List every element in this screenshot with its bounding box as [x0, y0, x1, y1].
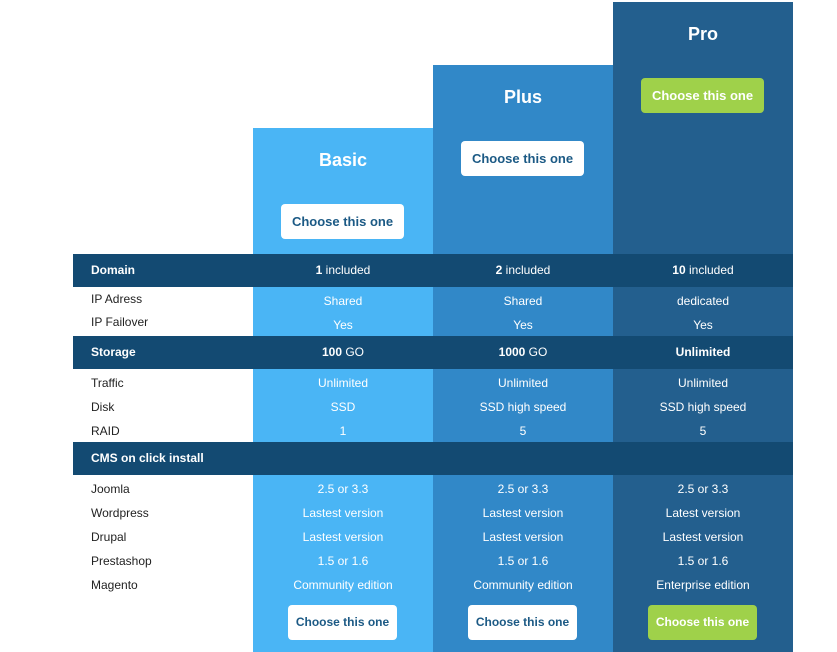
ip-failover-pro: Yes: [693, 318, 713, 332]
section-cms: CMS on click install: [73, 442, 793, 475]
joomla-pro: 2.5 or 3.3: [677, 482, 729, 496]
choose-pro-button[interactable]: Choose this one: [641, 78, 764, 113]
wordpress-plus: Lastest version: [482, 506, 564, 520]
domain-basic: 1 included: [315, 263, 371, 277]
storage-basic: 100 GO: [321, 345, 365, 359]
choose-plus-bottom-button[interactable]: Choose this one: [468, 605, 577, 640]
prestashop-pro: 1.5 or 1.6: [677, 554, 729, 568]
magento-basic: Community edition: [293, 578, 393, 592]
joomla-basic: 2.5 or 3.3: [317, 482, 369, 496]
plan-name-plus: Plus: [503, 87, 542, 107]
wordpress-pro: Latest version: [665, 506, 741, 520]
plan-name-basic: Basic: [318, 150, 368, 170]
ip-adress-plus: Shared: [503, 294, 543, 308]
row-label-wordpress: Wordpress: [91, 506, 149, 520]
section-cms-label: CMS on click install: [91, 451, 204, 465]
choose-plus-button[interactable]: Choose this one: [461, 141, 584, 176]
choose-pro-bottom-button[interactable]: Choose this one: [648, 605, 757, 640]
disk-basic: SSD: [330, 400, 356, 414]
magento-pro: Enterprise edition: [656, 578, 750, 592]
storage-pro: Unlimited: [675, 345, 731, 359]
raid-pro: 5: [699, 424, 707, 438]
row-label-drupal: Drupal: [91, 530, 127, 544]
drupal-plus: Lastest version: [482, 530, 564, 544]
plan-name-pro: Pro: [687, 24, 718, 44]
drupal-pro: Lastest version: [662, 530, 744, 544]
disk-plus: SSD high speed: [479, 400, 567, 414]
traffic-pro: Unlimited: [677, 376, 728, 390]
row-label-magento: Magento: [91, 578, 138, 592]
ip-adress-basic: Shared: [323, 294, 363, 308]
disk-pro: SSD high speed: [659, 400, 747, 414]
choose-basic-button[interactable]: Choose this one: [281, 204, 404, 239]
row-label-ip-failover: IP Failover: [91, 315, 149, 329]
prestashop-basic: 1.5 or 1.6: [317, 554, 369, 568]
prestashop-plus: 1.5 or 1.6: [497, 554, 549, 568]
choose-basic-bottom-button[interactable]: Choose this one: [288, 605, 397, 640]
drupal-basic: Lastest version: [302, 530, 384, 544]
section-domain: Domain 1 included 2 included 10 included: [73, 254, 793, 287]
traffic-basic: Unlimited: [317, 376, 368, 390]
raid-basic: 1: [339, 424, 347, 438]
row-label-raid: RAID: [91, 424, 120, 438]
joomla-plus: 2.5 or 3.3: [497, 482, 549, 496]
raid-plus: 5: [519, 424, 527, 438]
ip-failover-basic: Yes: [333, 318, 353, 332]
row-label-traffic: Traffic: [91, 376, 124, 390]
row-label-joomla: Joomla: [91, 482, 130, 496]
magento-plus: Community edition: [473, 578, 573, 592]
row-label-prestashop: Prestashop: [91, 554, 152, 568]
domain-pro: 10 included: [672, 263, 734, 277]
storage-plus: 1000 GO: [498, 345, 548, 359]
traffic-plus: Unlimited: [497, 376, 548, 390]
ip-adress-pro: dedicated: [676, 294, 730, 308]
row-label-ip-adress: IP Adress: [91, 292, 143, 306]
wordpress-basic: Lastest version: [302, 506, 384, 520]
section-domain-label: Domain: [91, 263, 136, 277]
section-storage-label: Storage: [91, 345, 136, 359]
section-storage: Storage 100 GO 1000 GO Unlimited: [73, 336, 793, 369]
ip-failover-plus: Yes: [513, 318, 533, 332]
domain-plus: 2 included: [495, 263, 551, 277]
row-label-disk: Disk: [91, 400, 115, 414]
